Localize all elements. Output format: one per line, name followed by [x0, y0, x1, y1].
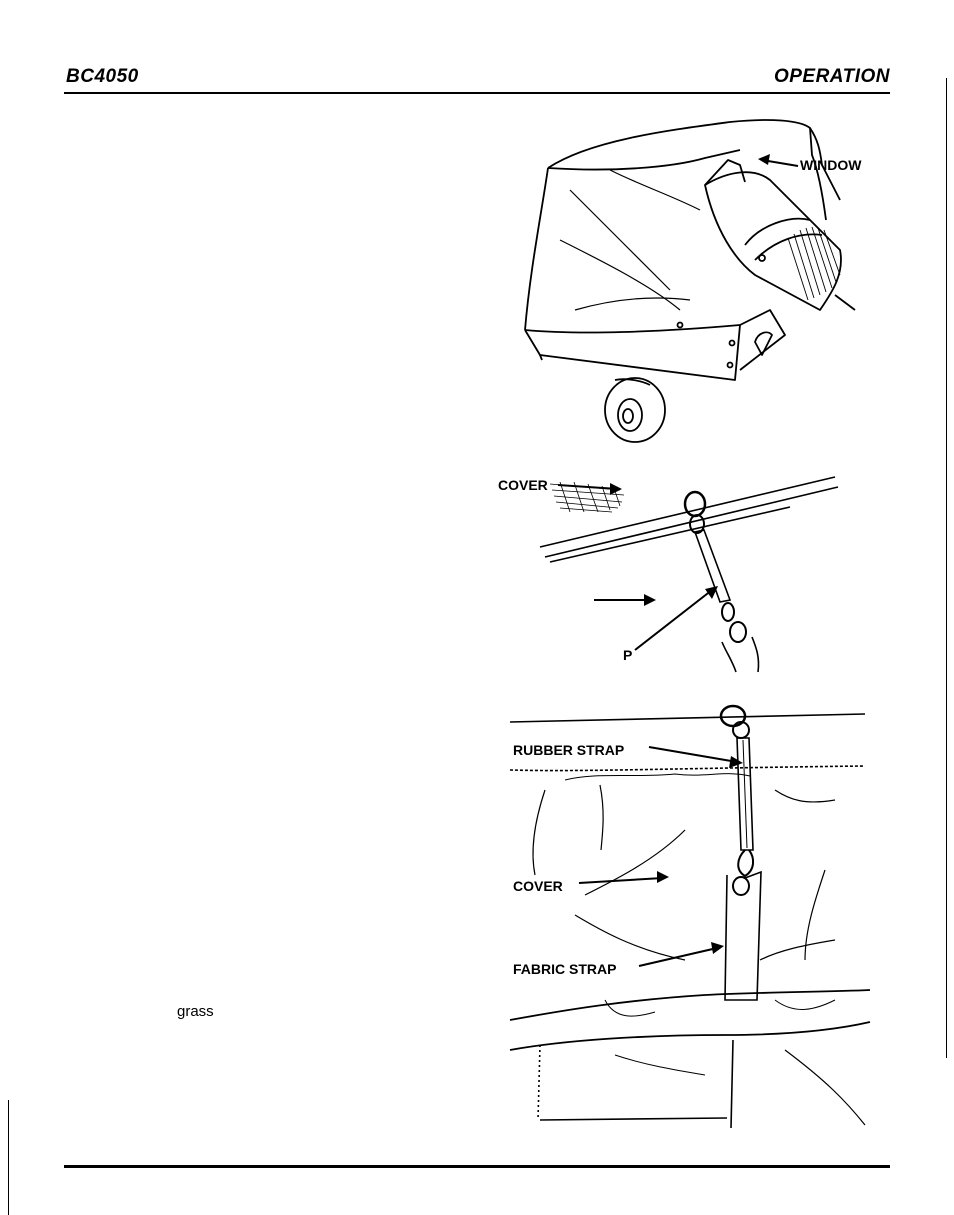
- callout-arrow-plain: [594, 594, 656, 606]
- figure-strap-detail: RUBBER STRAP COVER FABRIC STRAP: [509, 704, 871, 1129]
- label-window: WINDOW: [800, 157, 862, 173]
- callout-fabric-strap: FABRIC STRAP: [513, 942, 724, 977]
- callout-partial: P: [623, 586, 718, 663]
- body-text-fragment: grass: [177, 1003, 214, 1020]
- header-model-number: BC4050: [66, 66, 139, 87]
- footer-rule: [64, 1165, 890, 1168]
- label-partial: P: [623, 647, 632, 663]
- margin-line: [946, 78, 947, 1058]
- label-cover-fig3: COVER: [513, 878, 563, 894]
- callout-cover-3: COVER: [513, 871, 669, 894]
- figure-collector-cover: WINDOW: [524, 119, 862, 443]
- callout-window: WINDOW: [758, 154, 862, 173]
- header-rule: [64, 92, 890, 94]
- callout-cover: COVER: [498, 477, 622, 495]
- label-cover: COVER: [498, 477, 548, 493]
- figure-cover-strap: COVER P: [498, 476, 839, 673]
- margin-line-left: [8, 1100, 9, 1215]
- label-fabric-strap: FABRIC STRAP: [513, 961, 616, 977]
- label-rubber-strap: RUBBER STRAP: [513, 742, 624, 758]
- callout-rubber-strap: RUBBER STRAP: [513, 742, 743, 768]
- header-section-title: OPERATION: [773, 66, 890, 87]
